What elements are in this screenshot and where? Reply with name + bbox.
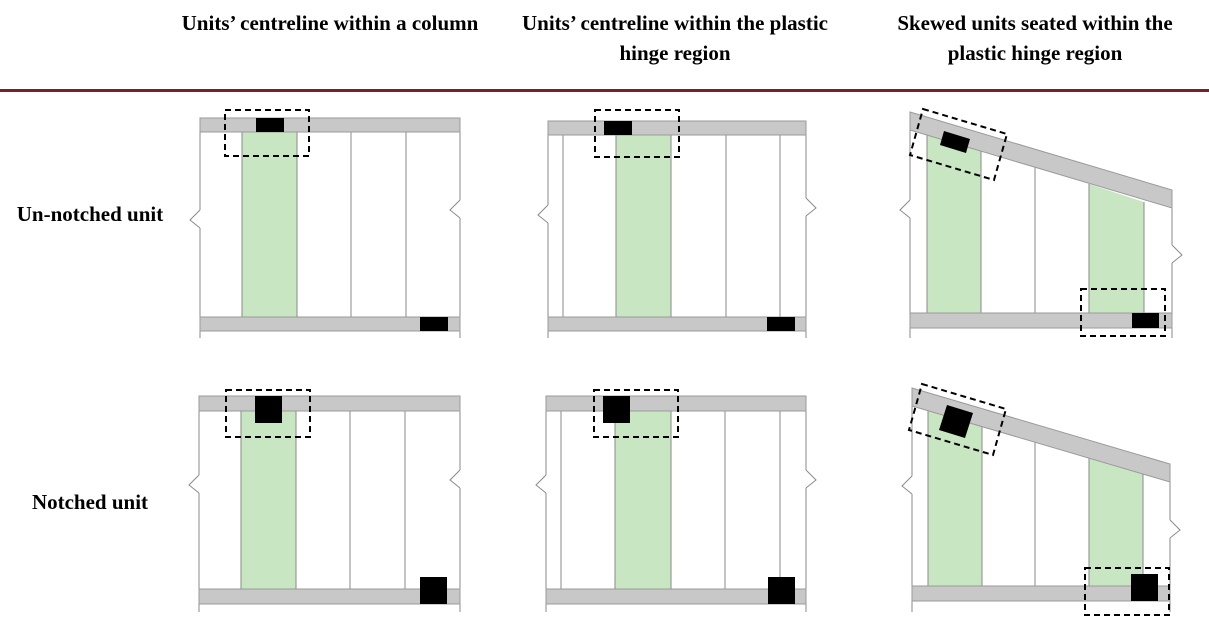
highlight-box xyxy=(1080,288,1166,337)
column-header-centreline-within-hinge: Units’ centreline within the plastic hin… xyxy=(521,11,829,65)
break-symbol xyxy=(901,475,913,495)
break-symbol xyxy=(189,209,201,229)
column-header-centreline-within-column: Units’ centreline within a column xyxy=(181,11,479,35)
panel-r2-c1 xyxy=(188,389,461,612)
unit-block xyxy=(768,577,795,604)
break-symbol xyxy=(899,199,911,219)
unit-block xyxy=(256,118,284,132)
top-beam xyxy=(545,395,807,412)
hinge-region xyxy=(1089,184,1144,313)
unit-block xyxy=(939,405,973,438)
panel-r2-c3 xyxy=(901,382,1181,616)
hinge-region xyxy=(928,408,982,586)
highlight-box xyxy=(225,389,311,438)
highlight-box xyxy=(593,389,679,438)
highlight-box xyxy=(594,109,680,158)
break-symbol xyxy=(449,199,461,219)
highlight-box xyxy=(908,107,1009,182)
panel-r2-c2 xyxy=(535,389,817,612)
row-label-un-notched: Un-notched unit xyxy=(16,202,164,226)
skewed-top-beam xyxy=(911,387,1171,483)
top-beam xyxy=(199,117,461,133)
hinge-region xyxy=(1089,457,1143,586)
break-symbol xyxy=(537,204,549,224)
header-divider-rule xyxy=(0,89,1209,92)
column-header-skewed-units: Skewed units seated within the plastic h… xyxy=(897,11,1173,65)
unit-block xyxy=(420,577,447,604)
hinge-region xyxy=(242,132,297,317)
unit-block xyxy=(940,131,970,153)
unit-block xyxy=(604,121,632,135)
bottom-beam xyxy=(545,588,807,605)
hinge-region xyxy=(927,131,981,313)
panel-r1-c2 xyxy=(537,109,817,338)
top-beam xyxy=(547,120,807,136)
unit-block xyxy=(1132,313,1159,328)
highlight-box xyxy=(1084,567,1170,616)
bottom-beam xyxy=(909,312,1173,329)
highlight-box xyxy=(907,382,1008,457)
unit-block xyxy=(420,317,448,331)
unit-block xyxy=(255,396,282,423)
panel-r1-c1 xyxy=(189,109,461,338)
panel-r1-c3 xyxy=(899,107,1183,338)
break-symbol xyxy=(805,469,817,489)
break-symbol xyxy=(1171,244,1183,264)
bottom-beam xyxy=(911,585,1171,602)
break-symbol xyxy=(1169,519,1181,539)
bottom-beam xyxy=(547,316,807,332)
skewed-top-beam xyxy=(909,111,1173,209)
break-symbol xyxy=(535,474,547,494)
hinge-region xyxy=(616,135,671,317)
unit-block xyxy=(1131,574,1158,601)
break-symbol xyxy=(805,197,817,217)
bottom-beam xyxy=(198,588,461,605)
top-beam xyxy=(198,395,461,412)
highlight-box xyxy=(224,109,310,157)
unit-block xyxy=(767,317,795,331)
bottom-beam xyxy=(199,316,461,332)
break-symbol xyxy=(188,474,200,494)
hinge-region xyxy=(615,411,671,589)
hinge-region xyxy=(241,411,296,589)
break-symbol xyxy=(449,469,461,489)
row-label-notched: Notched unit xyxy=(31,490,149,514)
unit-block xyxy=(603,396,630,423)
